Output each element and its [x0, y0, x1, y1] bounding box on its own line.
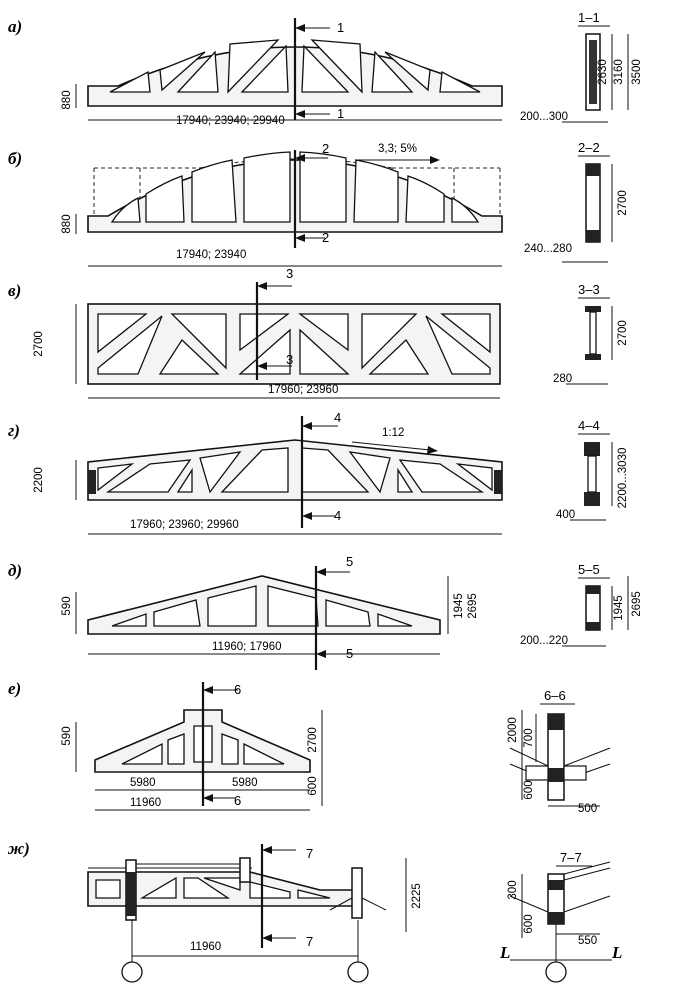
panel-zh-section-title: 7–7 — [560, 850, 582, 865]
panel-b-cut-bottom: 2 — [322, 230, 329, 245]
panel-b: б) 2 2 3,3; 5% 880 17940; 23 — [8, 140, 629, 267]
panel-g-dim-span: 17960; 23960; 29960 — [130, 519, 239, 531]
panel-g-section-title: 4–4 — [578, 418, 600, 433]
panel-a-cut-bottom: 1 — [337, 106, 344, 121]
panel-g-label: г) — [8, 421, 20, 440]
panel-e-dim-left: 590 — [61, 726, 73, 745]
panel-e-label: е) — [8, 679, 21, 698]
panel-zh-cut-top: 7 — [306, 846, 313, 861]
panel-d-dim-span: 11960; 17960 — [212, 641, 282, 653]
panel-v: в) 3 3 2700 17960; 23960 3–3 — [8, 266, 629, 399]
panel-zh-section-L-left: L — [499, 943, 510, 962]
panel-d-section-title: 5–5 — [578, 562, 600, 577]
panel-e: е) 6 6 590 2700 600 5980 5980 11960 6–6 — [8, 679, 611, 815]
panel-d-section-dim-0: 1945 — [613, 595, 625, 621]
panel-v-cut-top: 3 — [286, 266, 293, 281]
panel-zh-cut-bottom: 7 — [306, 934, 313, 949]
panel-d-truss-holes — [111, 585, 413, 627]
panel-e-dim-span: 11960 — [130, 797, 161, 809]
panel-zh-truss-holes — [95, 876, 331, 899]
panel-zh-section-dim-0: 300 — [507, 880, 519, 899]
panel-d: д) 5 5 590 1945 2695 11960; 17960 5–5 — [8, 554, 643, 670]
panel-d-label: д) — [8, 561, 22, 580]
panel-g-section-dim-1: 400 — [556, 509, 575, 521]
panel-d-section-dim-2: 200...220 — [520, 635, 568, 647]
panel-a-dim-height: 880 — [61, 90, 73, 109]
panel-v-truss-body — [87, 303, 501, 385]
panel-e-dim-right-top: 2700 — [307, 727, 319, 753]
panel-v-dim-span: 17960; 23960 — [268, 384, 338, 396]
panel-zh-section-dim-2: 550 — [578, 935, 597, 947]
panel-e-dim-half-right: 5980 — [232, 777, 258, 789]
panel-e-dim-right-bottom: 600 — [307, 776, 319, 795]
panel-a-section-title: 1–1 — [578, 10, 600, 25]
panel-b-slope: 3,3; 5% — [378, 143, 417, 155]
panel-b-section-dim-0: 2700 — [617, 190, 629, 216]
panel-zh-label: ж) — [7, 839, 30, 858]
panel-a-cut-top: 1 — [337, 20, 344, 35]
panel-d-section-dim-1: 2695 — [631, 591, 643, 617]
panel-g: г) 4 4 1:12 2200 17960; 23960; 29960 — [8, 410, 629, 535]
panel-v-label: в) — [8, 281, 21, 300]
panel-a: а) 1 1 880 17940; 23940; 29940 1–1 — [8, 10, 643, 127]
panel-g-cut-bottom: 4 — [334, 508, 341, 523]
panel-a-dim-span: 17940; 23940; 29940 — [176, 115, 285, 127]
panel-g-cut-top: 4 — [334, 410, 341, 425]
panel-d-dim-left: 590 — [61, 596, 73, 615]
panel-zh: ж) 7 7 2225 11960 7–7 — [7, 839, 622, 983]
panel-v-section-dim-1: 280 — [553, 373, 572, 385]
panel-zh-dim-height: 2225 — [411, 883, 423, 909]
panel-e-section-dim-3: 500 — [578, 803, 597, 815]
panel-d-cut-top: 5 — [346, 554, 353, 569]
panel-b-dim-height: 880 — [61, 214, 73, 233]
panel-b-label: б) — [8, 149, 22, 168]
panel-b-dim-span: 17940; 23940 — [176, 249, 246, 261]
panel-g-dim-height: 2200 — [33, 467, 45, 493]
panel-b-truss-holes — [110, 151, 480, 223]
panel-v-truss-holes — [97, 313, 491, 375]
panel-a-section-dim-0: 3160 — [613, 59, 625, 85]
panel-d-dim-right-1: 1945 — [453, 593, 465, 619]
panel-v-cut-bottom: 3 — [286, 352, 293, 367]
panel-zh-dim-span: 11960 — [190, 941, 221, 953]
panel-a-section-dim-3: 200...300 — [520, 111, 568, 123]
panel-b-cut-top: 2 — [322, 141, 329, 156]
panel-v-dim-height: 2700 — [33, 331, 45, 357]
panel-g-slope: 1:12 — [382, 427, 404, 439]
panel-v-section-title: 3–3 — [578, 282, 600, 297]
panel-a-truss-holes — [109, 39, 481, 94]
panel-b-section-title: 2–2 — [578, 140, 600, 155]
panel-d-dim-right-2: 2695 — [467, 593, 479, 619]
panel-g-truss-holes — [97, 447, 493, 494]
panel-a-section-dim-1: 2630 — [597, 59, 609, 85]
panel-v-section-dim-0: 2700 — [617, 320, 629, 346]
panel-g-section-dim-0: 2200...3030 — [617, 448, 629, 509]
panel-e-section-dim-0: 2000 — [507, 717, 519, 743]
panel-e-section-dim-1: 700 — [523, 728, 535, 747]
panel-zh-section-dim-1: 600 — [523, 914, 535, 933]
panel-zh-section-L-right: L — [611, 943, 622, 962]
panel-e-section-title: 6–6 — [544, 688, 566, 703]
panel-e-cut-bottom: 6 — [234, 793, 241, 808]
panel-a-label: а) — [8, 17, 22, 36]
panel-e-cut-top: 6 — [234, 682, 241, 697]
panel-b-section-dim-1: 240...280 — [524, 243, 572, 255]
panel-e-section-dim-2: 600 — [523, 780, 535, 799]
panel-a-section-dim-2: 3500 — [631, 59, 643, 85]
panel-e-dim-half-left: 5980 — [130, 777, 156, 789]
